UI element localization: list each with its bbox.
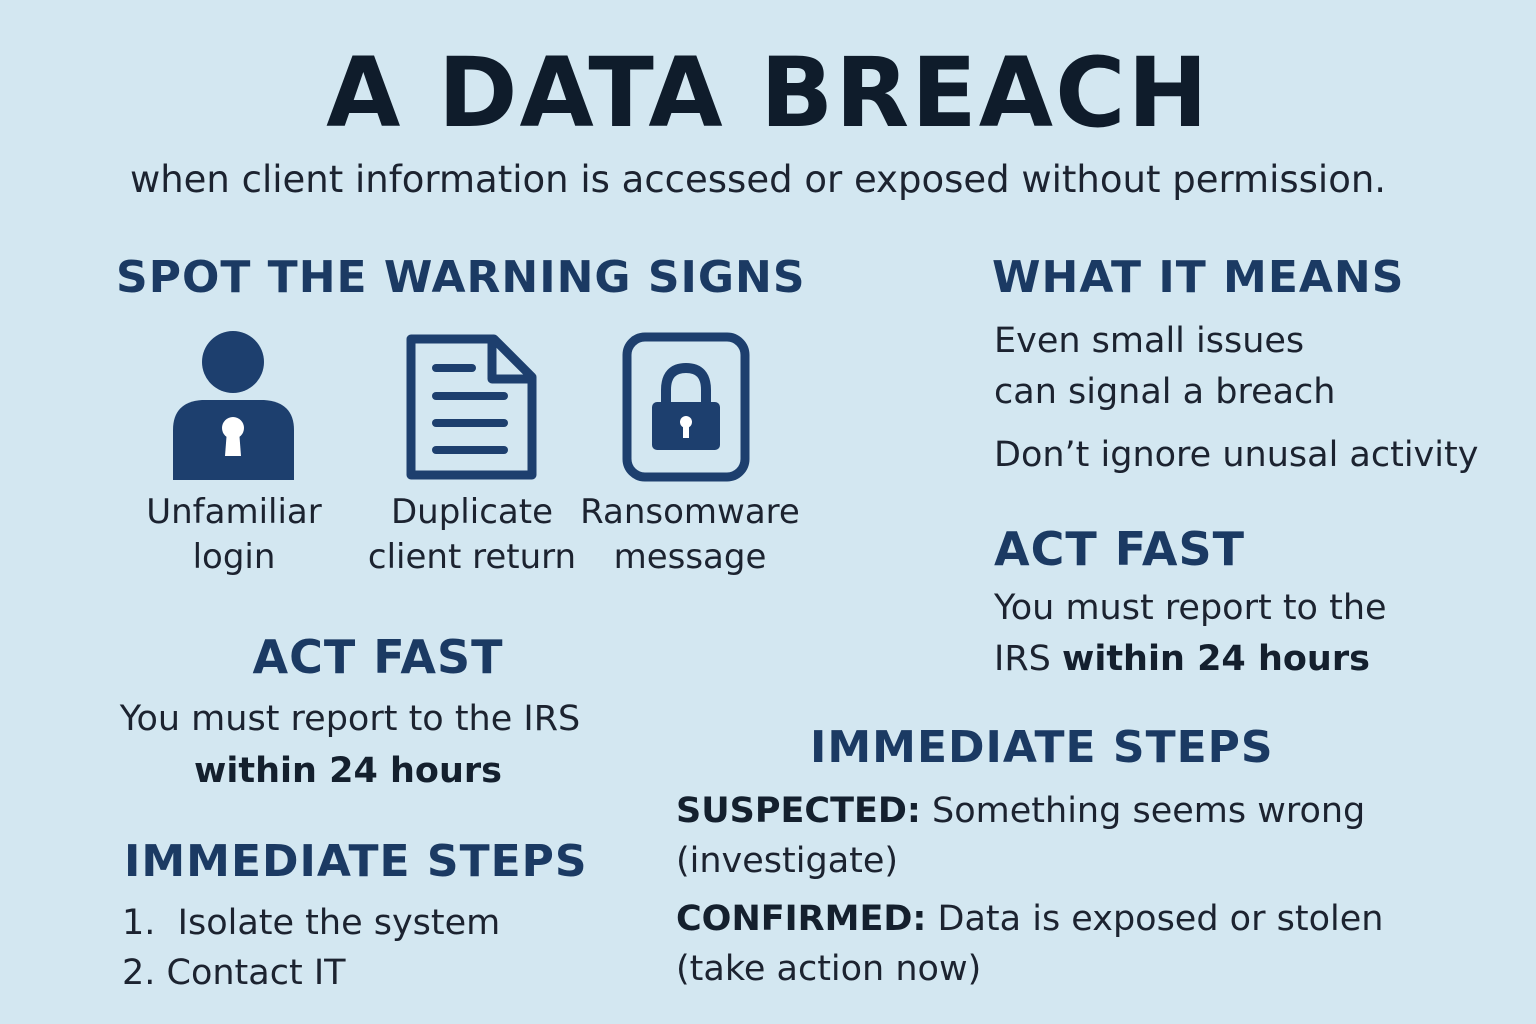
confirmed-label: CONFIRMED: [676, 899, 927, 939]
what-it-means-line: Don’t ignore unusal activity [994, 435, 1479, 475]
act-fast-line: IRS within 24 hours [994, 634, 1370, 684]
padlock-icon [622, 332, 750, 482]
suspected-note: (investigate) [676, 841, 899, 881]
act-fast-deadline: within 24 hours [1061, 639, 1370, 679]
act-fast-deadline: within 24 hours [194, 751, 502, 791]
act-fast-heading: ACT FAST [994, 522, 1246, 576]
page-subtitle: when client information is accessed or e… [129, 158, 1387, 201]
act-fast-line: You must report to the IRS [119, 699, 581, 739]
immediate-steps-heading: IMMEDIATE STEPS [810, 722, 1274, 773]
act-fast-line: You must report to the [994, 588, 1387, 628]
page-title: A DATA BREACH [326, 37, 1210, 149]
immediate-steps-heading: IMMEDIATE STEPS [124, 836, 588, 887]
warning-sign-line2: message [613, 537, 767, 577]
act-fast-heading: ACT FAST [252, 630, 504, 684]
step-item: 1. Isolate the system [122, 903, 501, 943]
warning-sign-line1: Unfamiliar [146, 492, 322, 532]
what-it-means-line: can signal a breach [994, 372, 1336, 412]
document-icon [404, 332, 540, 482]
confirmed-note: (take action now) [676, 949, 982, 989]
confirmed-text: Data is exposed or stolen [926, 899, 1384, 939]
warning-sign-line2: login [192, 537, 276, 577]
what-it-means-heading: WHAT IT MEANS [992, 252, 1405, 303]
user-lock-icon [170, 330, 298, 482]
suspected-line: SUSPECTED: Something seems wrong [676, 786, 1365, 836]
warning-sign-label: Duplicate client return [352, 490, 592, 580]
warning-signs-heading: SPOT THE WARNING SIGNS [116, 252, 806, 303]
what-it-means-line: Even small issues [994, 321, 1305, 361]
suspected-label: SUSPECTED: [676, 791, 921, 831]
warning-sign-line2: client return [367, 537, 577, 577]
step-item: 2. Contact IT [122, 953, 346, 993]
warning-sign-label: Ransomware message [570, 490, 810, 580]
warning-sign-line1: Ransomware [580, 492, 800, 532]
warning-sign-line1: Duplicate [391, 492, 553, 532]
suspected-text: Something seems wrong [920, 791, 1366, 831]
act-fast-irs: IRS [994, 639, 1062, 679]
warning-sign-label: Unfamiliar login [114, 490, 354, 580]
confirmed-line: CONFIRMED: Data is exposed or stolen [676, 894, 1383, 944]
